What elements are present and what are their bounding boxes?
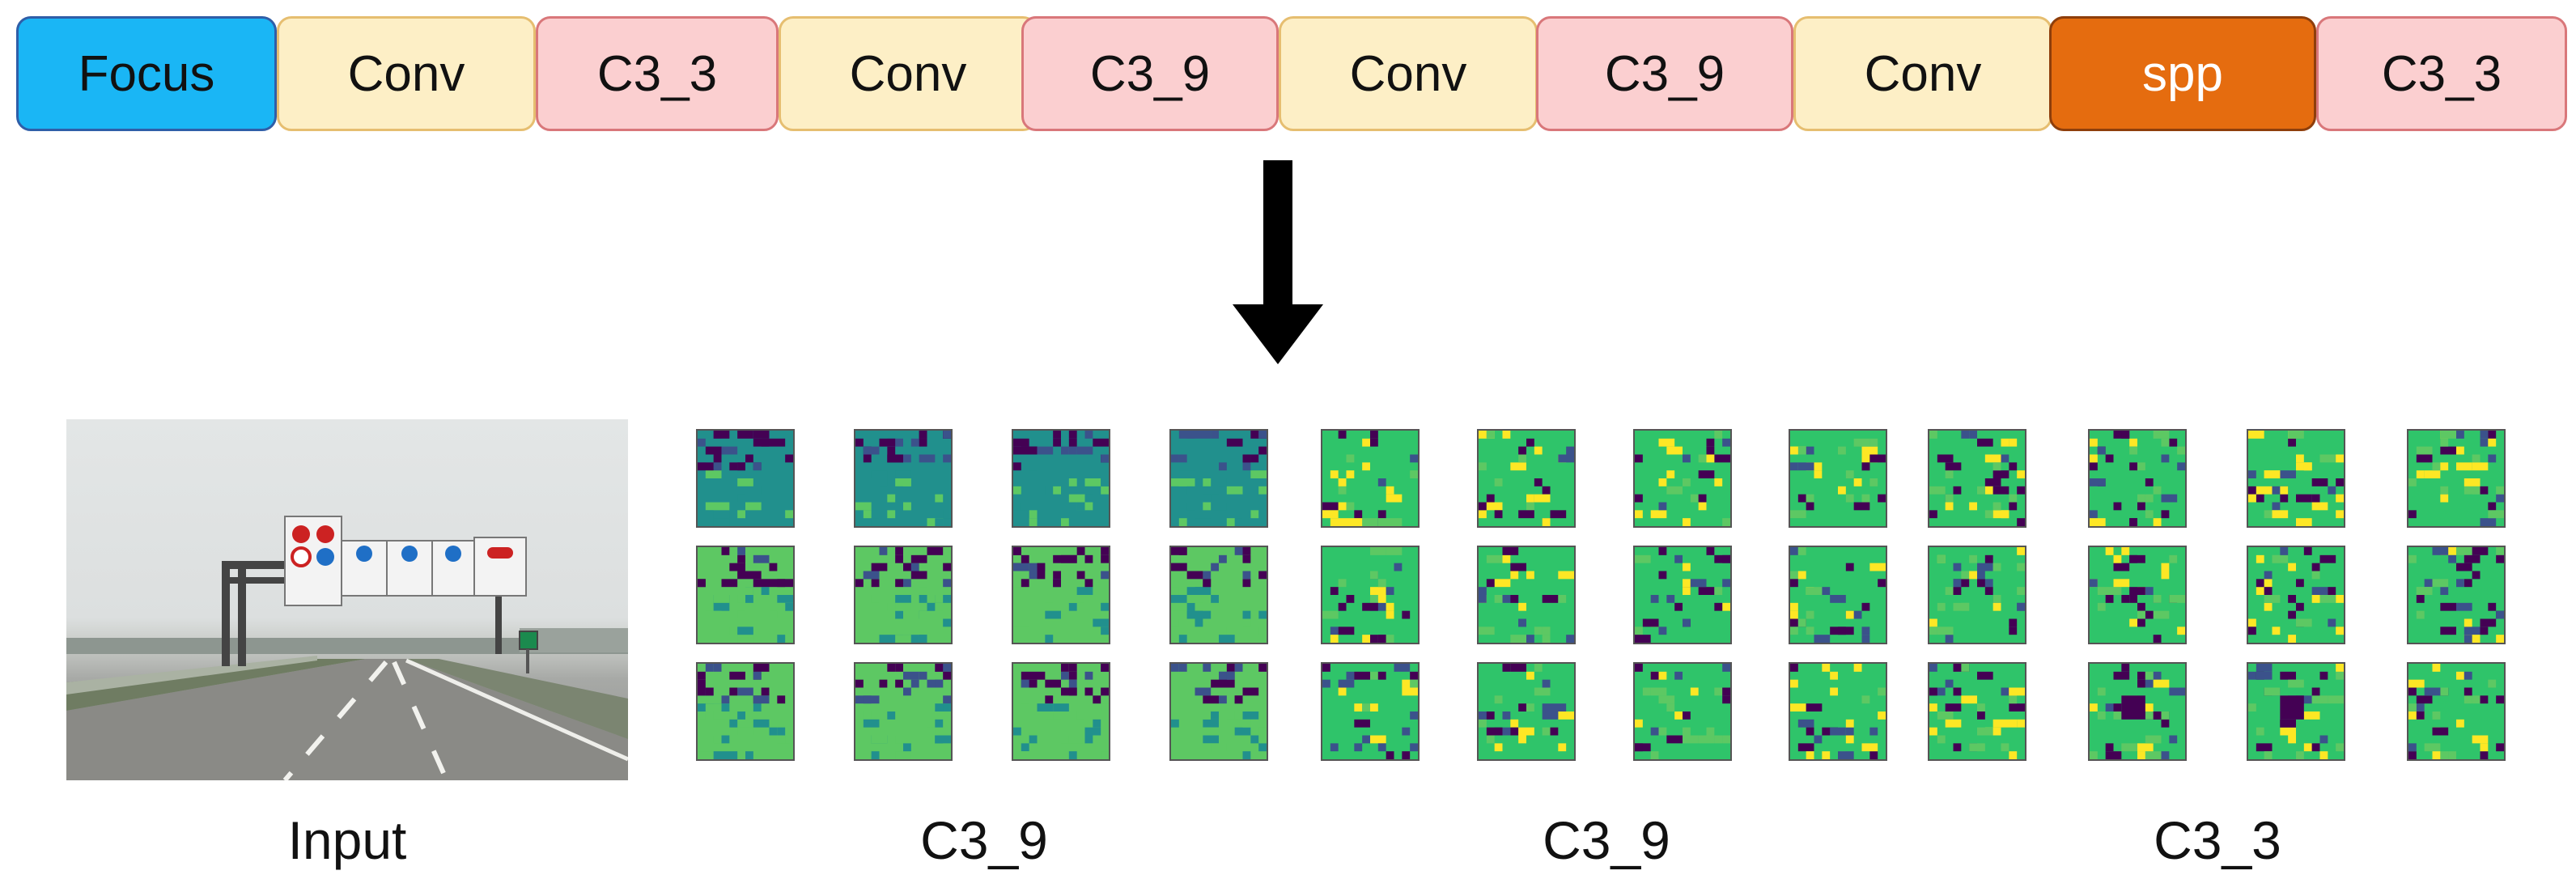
down-arrow-head bbox=[1233, 304, 1323, 364]
feature-map-thumbnail bbox=[2407, 429, 2506, 528]
block-spp: spp bbox=[2049, 16, 2316, 131]
feature-map-thumbnail bbox=[2407, 546, 2506, 644]
feature-map-thumbnail bbox=[696, 546, 795, 644]
caption-c3-9-first: C3_9 bbox=[920, 810, 1048, 870]
feature-map-thumbnail bbox=[1012, 662, 1110, 761]
block-conv-4: Conv bbox=[1793, 16, 2052, 131]
feature-map-thumbnail bbox=[1477, 546, 1576, 644]
feature-map-thumbnail bbox=[1633, 546, 1732, 644]
feature-map-thumbnail bbox=[1633, 662, 1732, 761]
feature-map-thumbnail bbox=[1477, 662, 1576, 761]
feature-map-thumbnail bbox=[1169, 429, 1268, 528]
block-c3-3-a: C3_3 bbox=[536, 16, 779, 131]
feature-map-thumbnail bbox=[2088, 546, 2187, 644]
feature-map-thumbnail bbox=[1321, 546, 1420, 644]
pipeline-bar: Focus Conv C3_3 Conv C3_9 Conv C3_9 Conv… bbox=[16, 16, 2567, 131]
feature-map-thumbnail bbox=[696, 662, 795, 761]
feature-map-thumbnail bbox=[1321, 662, 1420, 761]
block-conv-1: Conv bbox=[277, 16, 536, 131]
block-c3-9-b: C3_9 bbox=[1536, 16, 1793, 131]
feature-map-thumbnail bbox=[1477, 429, 1576, 528]
feature-map-thumbnail bbox=[2247, 429, 2345, 528]
feature-map-thumbnail bbox=[1169, 662, 1268, 761]
feature-map-thumbnail bbox=[1928, 546, 2026, 644]
feature-map-thumbnail bbox=[1789, 546, 1887, 644]
feature-map-thumbnail bbox=[854, 429, 953, 528]
block-conv-3: Conv bbox=[1279, 16, 1538, 131]
feature-map-thumbnail bbox=[2247, 546, 2345, 644]
feature-map-thumbnail bbox=[1928, 429, 2026, 528]
feature-map-thumbnail bbox=[1012, 429, 1110, 528]
feature-map-thumbnail bbox=[1169, 546, 1268, 644]
feature-map-thumbnail bbox=[854, 546, 953, 644]
feature-map-thumbnail bbox=[1789, 662, 1887, 761]
feature-map-thumbnail bbox=[2088, 429, 2187, 528]
caption-c3-3: C3_3 bbox=[2154, 810, 2281, 870]
caption-c3-9-second: C3_9 bbox=[1543, 810, 1670, 870]
caption-input: Input bbox=[287, 810, 407, 870]
feature-map-thumbnail bbox=[1789, 429, 1887, 528]
feature-map-thumbnail bbox=[2407, 662, 2506, 761]
block-c3-3-b: C3_3 bbox=[2316, 16, 2567, 131]
feature-map-thumbnail bbox=[1633, 429, 1732, 528]
feature-map-thumbnail bbox=[1012, 546, 1110, 644]
feature-map-thumbnail bbox=[2247, 662, 2345, 761]
road-scene-illustration bbox=[66, 516, 628, 780]
feature-map-thumbnail bbox=[1928, 662, 2026, 761]
block-conv-2: Conv bbox=[779, 16, 1038, 131]
feature-map-thumbnail bbox=[2088, 662, 2187, 761]
feature-map-thumbnail bbox=[854, 662, 953, 761]
down-arrow-shaft bbox=[1263, 160, 1292, 306]
feature-map-thumbnail bbox=[696, 429, 795, 528]
feature-map-thumbnail bbox=[1321, 429, 1420, 528]
block-c3-9-a: C3_9 bbox=[1021, 16, 1279, 131]
input-image bbox=[66, 419, 628, 780]
block-focus: Focus bbox=[16, 16, 277, 131]
